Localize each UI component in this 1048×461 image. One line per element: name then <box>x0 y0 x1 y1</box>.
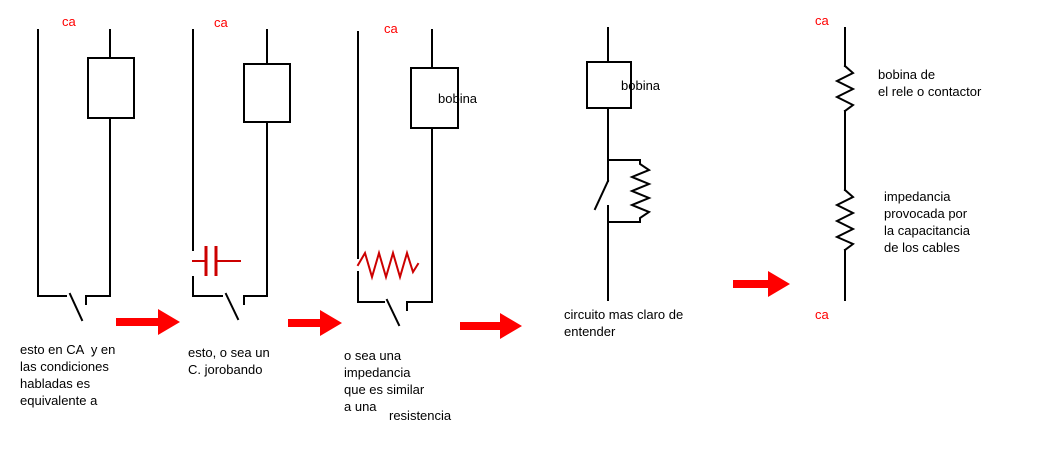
switch-icon <box>68 292 84 322</box>
arrow-right-icon <box>733 271 790 297</box>
circuit3-caption-suffix: resistencia <box>389 408 452 423</box>
circuit5-ca-label-top: ca <box>815 13 829 28</box>
arrow-right-icon <box>460 313 522 339</box>
resistor-icon <box>356 249 420 281</box>
wire-right-bottom <box>85 117 111 305</box>
switch-icon <box>593 179 610 211</box>
circuit3-symbols <box>356 29 459 327</box>
circuit3-caption: o sea una impedancia que es similar a un… <box>344 348 425 414</box>
circuit3-coil-label: bobina <box>438 91 478 106</box>
wire-left <box>357 31 385 303</box>
impedance-resistor-icon <box>834 188 856 252</box>
circuit4-caption: circuito mas claro de entender <box>564 307 684 339</box>
coil-symbol <box>243 63 291 123</box>
circuit1-caption: esto en CA y en las condiciones habladas… <box>20 342 116 408</box>
wire-left <box>37 29 67 297</box>
capacitor-icon <box>204 246 218 276</box>
circuit5-symbols <box>834 27 856 301</box>
coil-symbol <box>410 67 459 129</box>
circuit5-impedance-note: impedancia provocada por la capacitancia… <box>884 189 970 255</box>
circuit1-ca-label: ca <box>62 14 76 29</box>
coil-resistor-icon <box>834 64 856 113</box>
wire-right-bottom <box>243 121 268 305</box>
resistor-icon <box>629 159 652 223</box>
circuit5-coil-note: bobina de el rele o contactor <box>878 67 982 99</box>
circuit2-symbols <box>192 29 291 321</box>
coil-symbol <box>87 57 135 119</box>
circuit4-symbols <box>586 27 652 301</box>
wire-right-bottom <box>406 127 433 311</box>
wire-left <box>192 29 223 297</box>
switch-icon <box>224 292 240 321</box>
circuit2-ca-label: ca <box>214 15 228 30</box>
circuit5-ca-label-bottom: ca <box>815 307 829 322</box>
circuit4-coil-label: bobina <box>621 78 661 93</box>
circuit2-caption: esto, o sea un C. jorobando <box>188 345 270 377</box>
circuit3-ca-label: ca <box>384 21 398 36</box>
arrow-right-icon <box>288 310 342 336</box>
arrow-right-icon <box>116 309 180 335</box>
coil-symbol <box>586 61 632 109</box>
circuit1-symbols <box>37 29 135 322</box>
switch-icon <box>385 298 401 327</box>
transition-arrows <box>116 271 790 339</box>
